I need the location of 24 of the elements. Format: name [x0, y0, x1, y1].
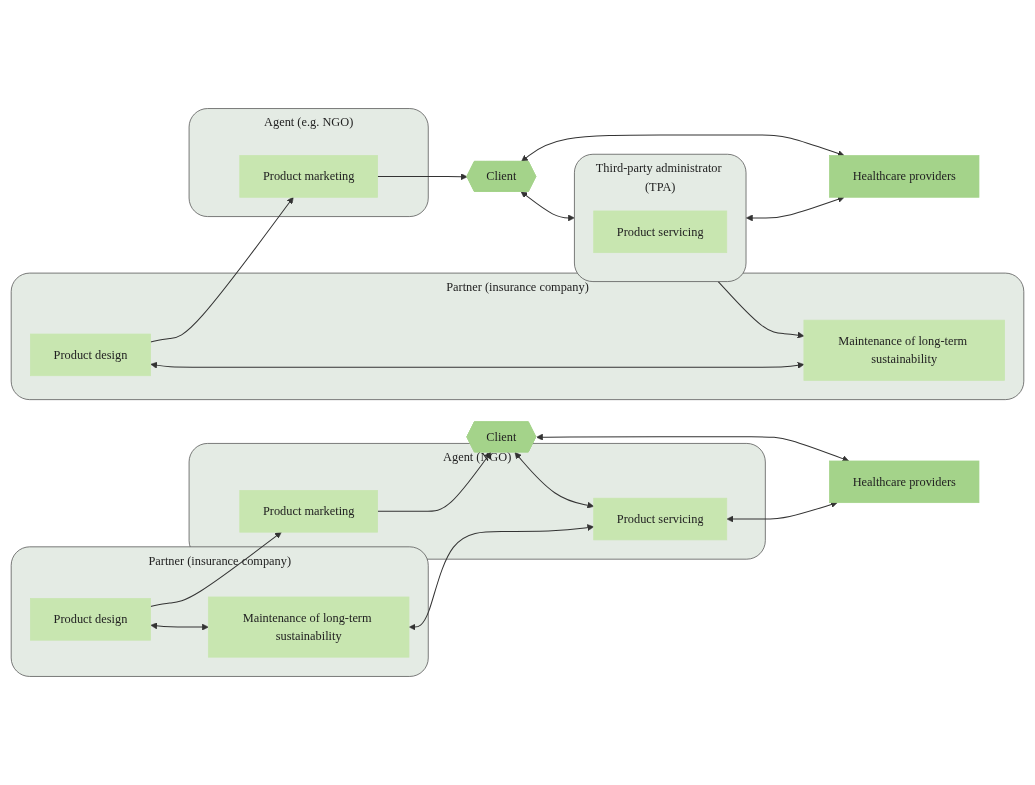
arrow [150, 196, 294, 343]
node-box: Healthcare providers [829, 155, 980, 198]
arrow [521, 134, 845, 162]
arrow [717, 281, 805, 339]
node-box: Product design [30, 598, 151, 641]
arrow [150, 622, 209, 631]
arrow [377, 452, 492, 512]
arrow [377, 173, 468, 181]
node-box: Product servicing [593, 210, 728, 254]
arrow [150, 531, 282, 607]
arrow [520, 191, 575, 222]
node-box: Product servicing [593, 497, 728, 541]
node-box: Healthcare providers [829, 460, 980, 504]
arrow [409, 524, 594, 631]
arrow [726, 501, 838, 523]
node-box: Product marketing [239, 155, 378, 198]
node-box: Maintenance of long-term sustainability [207, 596, 410, 658]
arrow [150, 361, 805, 369]
arrow [536, 433, 850, 462]
arrow [746, 196, 845, 222]
node-box: Product marketing [239, 490, 378, 533]
node-box: Product design [30, 333, 151, 377]
node-box: Maintenance of long-term sustainability [803, 319, 1005, 381]
arrow [514, 452, 594, 509]
